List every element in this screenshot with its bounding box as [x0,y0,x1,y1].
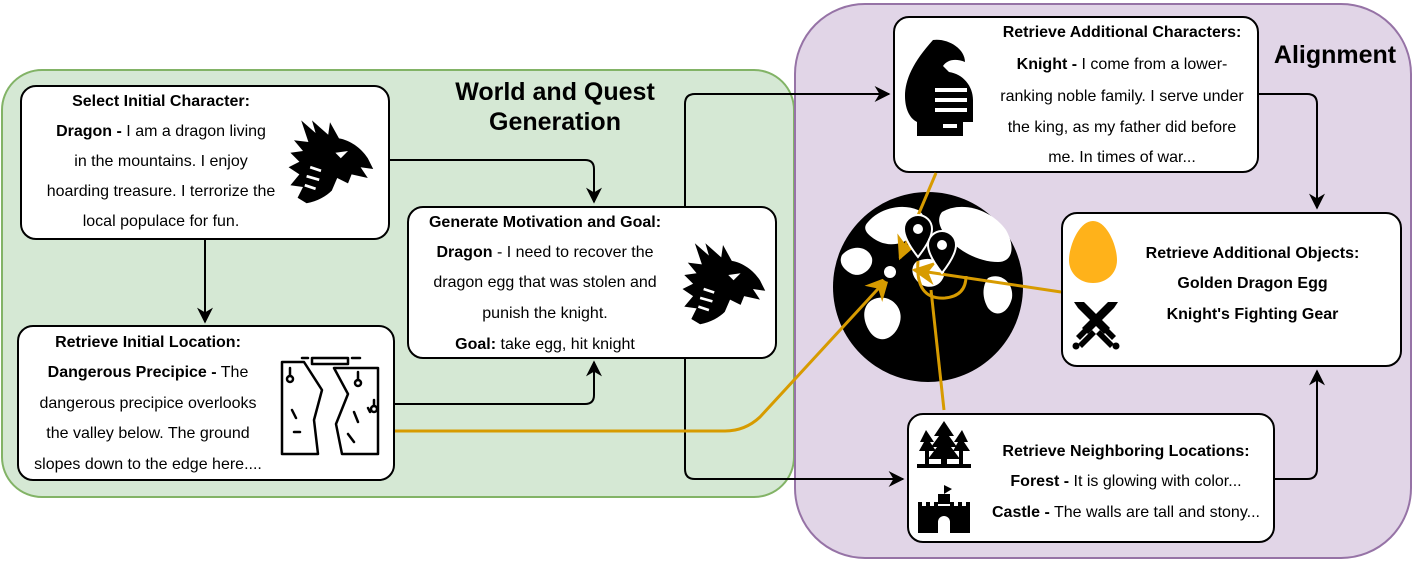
motivation-name: Dragon [436,244,493,261]
motivation-goal-text: take egg, hit knight [500,336,635,353]
globe-icon [833,192,1023,382]
neighbors-castle-name: Castle - [992,504,1050,521]
arrow-neighbors-to-objects [1275,369,1325,480]
initial-character-line-1: I am a dragon living [126,123,266,140]
initial-location-dash: - [211,364,217,381]
objects-box [1061,212,1402,367]
initial-location-name: Dangerous Precipice [47,364,207,381]
motivation-title: Generate Motivation and Goal: [428,214,662,231]
map-pin-icon [926,230,958,275]
neighbors-forest-text: It is glowing with color... [1073,473,1242,490]
initial-location-box [17,325,395,481]
arrow-motivation-to-neighbors [684,359,905,487]
location-marker [880,262,900,282]
neighbors-forest-line: Forest - It is glowing with color... [980,467,1272,497]
objects-title: Retrieve Additional Objects: [1145,245,1360,262]
characters-name: Knight [1016,56,1068,73]
initial-location-line-3: the valley below. The ground [46,425,250,442]
characters-dash: - [1071,56,1078,73]
gold-link-objects-to-globe [911,261,1062,294]
initial-location-line-1: The [220,364,249,381]
gold-link-location-to-globe [395,276,890,433]
arrow-location-to-motivation [395,360,602,405]
initial-character-line-2: in the mountains. I enjoy [74,153,248,170]
characters-line-3: the king, as my father did before [1007,119,1237,136]
initial-character-name-line: Dragon - I am a dragon living [20,117,302,147]
characters-line-1: I come from a lower- [1081,56,1228,73]
characters-title: Retrieve Additional Characters: [1002,24,1242,41]
initial-location-title: Retrieve Initial Location: [55,334,241,351]
characters-name-line: Knight - I come from a lower- [985,50,1259,80]
alignment-panel-title: Alignment [1273,41,1397,69]
gold-link-neighbors-to-globe [929,289,946,411]
initial-location-line-2: dangerous precipice overlooks [39,395,257,412]
initial-character-dash: - [116,123,122,140]
initial-character-line-3: hoarding treasure. I terrorize the [46,183,276,200]
initial-character-line-4: local populace for fun. [82,213,240,230]
forest-icon [917,421,971,468]
objects-item-egg: Golden Dragon Egg [1177,275,1328,292]
neighbors-title: Retrieve Neighboring Locations: [1002,443,1250,460]
neighbors-forest-name: Forest - [1010,473,1070,490]
route-curve [916,260,968,300]
characters-line-4: me. In times of war... [1048,149,1196,166]
dragon-head-icon [288,120,374,204]
arrow-characters-to-objects [1259,93,1325,210]
crossed-swords-icon [1072,302,1120,350]
motivation-goal-label: Goal: [455,336,497,353]
world-panel-title: World and Quest Generation [430,77,680,137]
motivation-line-3: punish the knight. [482,305,608,322]
world-title-line1: World and Quest [455,78,655,106]
knight-helmet-icon [905,39,973,137]
initial-character-name: Dragon [56,123,113,140]
dragon-head-icon [682,243,766,325]
motivation-line-1: - I need to recover the [496,244,654,261]
neighbors-castle-line: Castle - The walls are tall and stony... [980,498,1272,528]
map-pin-icon [902,214,934,259]
neighbors-castle-text: The walls are tall and stony... [1053,504,1260,521]
egg-icon [1069,221,1117,283]
arrow-character-to-motivation [390,159,602,204]
world-title-line2: Generation [489,108,621,136]
initial-location-line-4: slopes down to the edge here.... [34,456,262,473]
castle-icon [918,485,970,533]
arrow-motivation-to-characters [684,86,891,206]
characters-line-2: ranking noble family. I serve under [1000,88,1244,105]
initial-location-name-line: Dangerous Precipice - The [17,358,279,388]
motivation-name-line: Dragon - I need to recover the [407,238,683,268]
motivation-goal-line: Goal: take egg, hit knight [407,330,683,360]
cliff-icon [280,356,380,456]
objects-item-gear: Knight's Fighting Gear [1166,306,1339,323]
initial-character-title: Select Initial Character: [72,93,250,110]
motivation-line-2: dragon egg that was stolen and [433,274,657,291]
